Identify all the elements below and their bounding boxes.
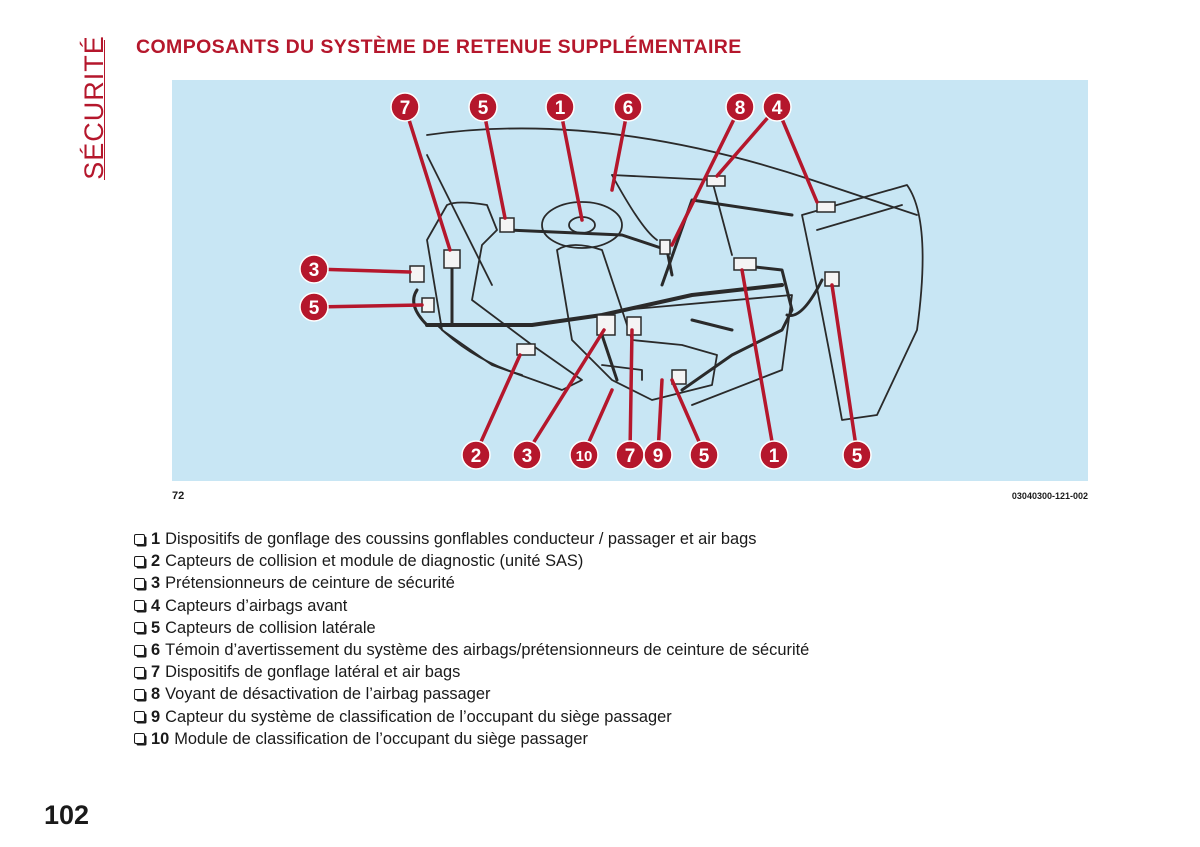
callout-bottom-5 [643, 440, 673, 470]
item-text: Capteurs de collision latérale [165, 618, 376, 637]
item-number: 1 [151, 530, 161, 548]
item-text: Capteurs d’airbags avant [165, 596, 348, 615]
callout-top-5 [725, 92, 755, 122]
callout-bottom-label: 9 [653, 446, 664, 467]
callout-top-label: 5 [478, 98, 489, 119]
callout-bottom-2 [512, 440, 542, 470]
callout-top-1 [390, 92, 420, 122]
item-text: Témoin d’avertissement du système des ai… [165, 641, 810, 660]
callout-bottom-7 [759, 440, 789, 470]
item-number: 7 [151, 663, 161, 682]
bullet-box-icon [134, 533, 145, 545]
callout-bottom-label: 7 [625, 446, 636, 467]
item-number: 9 [151, 707, 161, 726]
callout-bottom-6 [689, 440, 719, 470]
item-text: Capteurs de collision et module de diagn… [165, 552, 584, 571]
item-number: 4 [151, 596, 161, 615]
callout-left-2 [299, 292, 329, 322]
callout-top-6 [762, 92, 792, 122]
car-illustration: 7 5 1 6 8 4 3 5 2 3 10 7 9 5 1 5 [299, 92, 924, 470]
section-tab: SÉCURITÉ [70, 35, 109, 180]
bullet-box-icon [134, 689, 145, 701]
bullet-box-icon [134, 666, 145, 678]
item-number: 2 [151, 552, 161, 571]
bullet-box-icon [134, 644, 145, 656]
callout-left-label: 3 [309, 260, 320, 281]
callout-left-1 [299, 254, 329, 284]
callout-bottom-label: 5 [699, 446, 710, 467]
callout-top-2 [468, 92, 498, 122]
callout-top-label: 8 [735, 98, 746, 119]
srs-diagram: 7 5 1 6 8 4 3 5 2 3 10 7 9 5 1 5 [172, 80, 1088, 481]
bullet-box-icon [134, 711, 145, 723]
item-text: Module de classification de l’occupant d… [174, 729, 588, 748]
item-text: Dispositifs de gonflage des coussins gon… [165, 530, 757, 548]
callout-top-label: 4 [772, 98, 783, 119]
callout-top-3 [545, 92, 575, 122]
item-text: Prétensionneurs de ceinture de sécurité [165, 574, 455, 593]
bullet-box-icon [134, 622, 145, 634]
callout-top-label: 6 [623, 98, 634, 119]
callout-top-label: 7 [400, 98, 411, 119]
figure-code: 03040300-121-002 [1011, 491, 1088, 501]
item-number: 5 [151, 618, 161, 637]
callout-bottom-8 [842, 440, 872, 470]
item-text: Dispositifs de gonflage latéral et air b… [165, 663, 461, 682]
item-number: 8 [151, 685, 161, 704]
callout-top-label: 1 [555, 98, 566, 119]
figure-number: 72 [172, 490, 185, 502]
page-number: 102 [44, 800, 90, 830]
item-text: Capteur du système de classification de … [165, 707, 672, 726]
item-number: 10 [151, 729, 170, 748]
bullet-box-icon [134, 600, 145, 612]
section-tab-label: SÉCURITÉ [78, 35, 109, 180]
bullet-box-icon [134, 555, 145, 567]
bullet-box-icon [134, 733, 145, 745]
item-number: 6 [151, 641, 161, 660]
bullet-box-icon [134, 578, 145, 589]
callout-bottom-label: 2 [471, 446, 482, 467]
page-title: COMPOSANTS DU SYSTÈME DE RETENUE SUPPLÉM… [136, 36, 742, 58]
callout-bottom-label: 5 [852, 446, 863, 467]
callout-left-label: 5 [309, 298, 320, 319]
callout-bottom-label: 3 [522, 446, 533, 467]
callout-bottom-1 [461, 440, 491, 470]
item-number: 3 [151, 574, 161, 593]
callout-top-4 [613, 92, 643, 122]
callout-bottom-label: 1 [769, 446, 780, 467]
item-text: Voyant de désactivation de l’airbag pass… [165, 685, 491, 704]
callout-bottom-label: 10 [576, 448, 593, 465]
callout-bottom-3 [569, 440, 599, 470]
